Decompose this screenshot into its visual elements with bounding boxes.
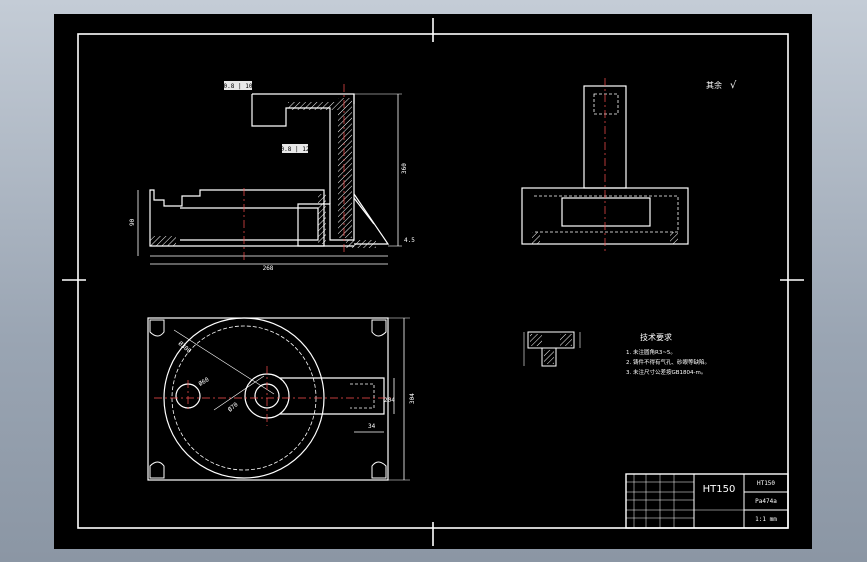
tag-top-label: 0.8 | 10 bbox=[224, 83, 253, 90]
dim-hole-left: Ø60 bbox=[198, 376, 211, 388]
roughness-symbol: √ bbox=[730, 80, 737, 91]
drawing-frame bbox=[77, 33, 789, 529]
dim-height: 360 bbox=[401, 163, 408, 174]
dim-overall-length: 268 bbox=[263, 265, 274, 272]
title-block-name: HT150 bbox=[703, 484, 736, 495]
dim-circle: Ø300 bbox=[177, 340, 193, 355]
dim-hole-center: Ø70 bbox=[227, 401, 240, 414]
plan-view bbox=[147, 317, 410, 481]
tech-req-item-3: 3. 未注尺寸公差按GB1804-m。 bbox=[626, 368, 706, 376]
front-section-view bbox=[137, 84, 402, 265]
cad-drawing: 0.8 | 10 0.8 | 12 268 360 90 4.5 其余 √ bbox=[62, 18, 804, 546]
title-block-scale: 1:1 mm bbox=[755, 516, 777, 523]
drawing-sheet: 0.8 | 10 0.8 | 12 268 360 90 4.5 其余 √ bbox=[54, 14, 812, 549]
centering-marks bbox=[62, 18, 804, 546]
dim-width: 304 bbox=[409, 393, 416, 404]
tag-top bbox=[224, 81, 252, 90]
dim-depth: 204 bbox=[384, 397, 395, 404]
technical-requirements: 技术要求 1. 未注圆角R3~5。 2. 铸件不得有气孔、砂眼等缺陷。 3. 未… bbox=[626, 332, 710, 376]
tech-req-item-2: 2. 铸件不得有气孔、砂眼等缺陷。 bbox=[626, 358, 710, 366]
title-block-material: HT150 bbox=[757, 480, 775, 487]
tech-req-title: 技术要求 bbox=[640, 332, 672, 342]
title-block-drawing-no: Pa474a bbox=[755, 498, 777, 505]
detail-view bbox=[523, 331, 581, 367]
tag-mid bbox=[282, 144, 308, 153]
tag-mid-label: 0.8 | 12 bbox=[281, 146, 310, 153]
side-view bbox=[521, 78, 689, 252]
title-block bbox=[625, 473, 789, 529]
dim-left-height: 90 bbox=[129, 218, 136, 226]
roughness-label: 其余 bbox=[706, 80, 722, 90]
dim-h: 34 bbox=[368, 423, 376, 430]
dim-small: 4.5 bbox=[404, 237, 415, 244]
tech-req-item-1: 1. 未注圆角R3~5。 bbox=[626, 348, 676, 356]
